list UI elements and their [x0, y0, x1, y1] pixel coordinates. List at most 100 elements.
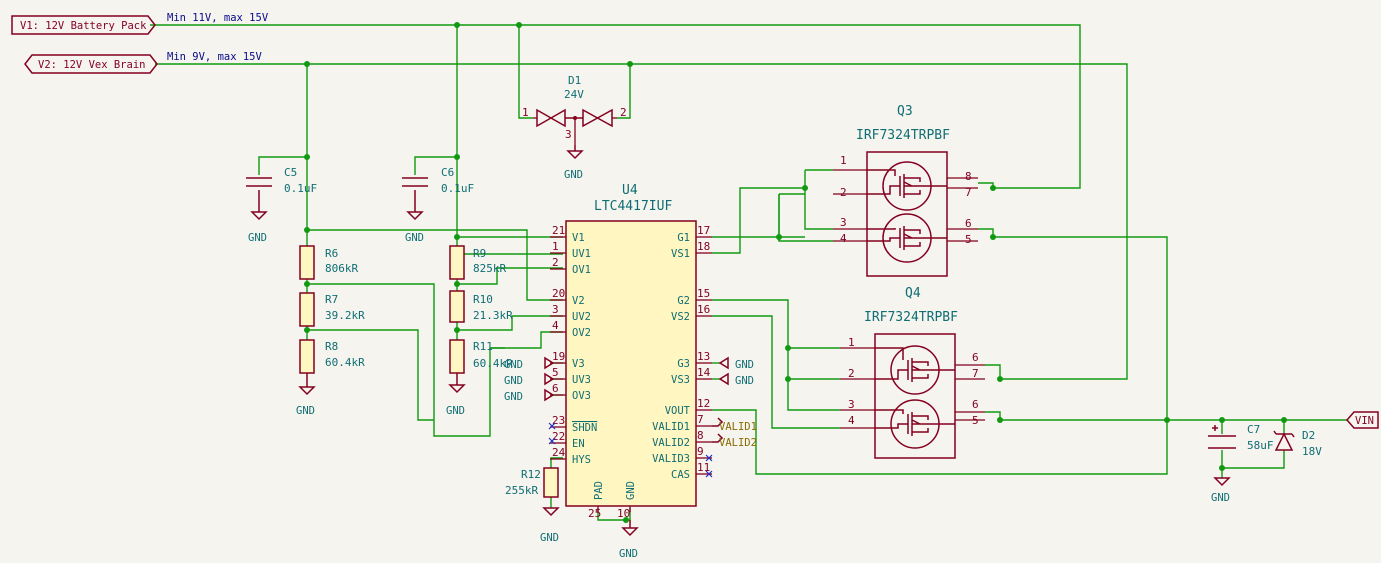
u4-left-pin-num: 21	[552, 224, 565, 237]
gnd-label-r11: GND	[446, 405, 465, 417]
r8-ref: R8	[325, 340, 338, 353]
resistor-r11: R11 60.4kR GND	[446, 339, 513, 417]
q3-pin-4: 4	[840, 232, 847, 245]
q4-pin-6a: 6	[972, 351, 979, 364]
u4-left-pin-name: HYS	[572, 454, 591, 466]
u4-left-pin-num: 24	[552, 446, 566, 459]
u4-left-pin-name: OV3	[572, 390, 591, 402]
gnd-label-c7: GND	[1211, 492, 1230, 504]
gnd-label-uv3: GND	[504, 375, 523, 387]
u4-left-pin-num: 1	[552, 240, 559, 253]
q4-pin-4: 4	[848, 414, 855, 427]
u4-right-pin-num: 8	[697, 429, 704, 442]
port-v2-label: V2: 12V Vex Brain	[38, 59, 145, 71]
r10-ref: R10	[473, 293, 493, 306]
u4-right-pin-num: 18	[697, 240, 710, 253]
r6-value: 806kR	[325, 262, 358, 275]
resistor-r8: R8 60.4kR GND	[296, 339, 365, 417]
gnd-label-u4: GND	[619, 548, 638, 560]
q4-pin-3: 3	[848, 398, 855, 411]
r11-value: 60.4kR	[473, 357, 513, 370]
q3-pin-2: 2	[840, 186, 847, 199]
u4-right-pin-num: 17	[697, 224, 710, 237]
tvs-diode-d1: 1 3 2 D1 24V	[522, 74, 627, 145]
u4-left-pin-name: UV2	[572, 311, 591, 323]
gnd-label-r12: GND	[540, 532, 559, 544]
u4-left-pin-num: 19	[552, 350, 565, 363]
d1-pin-2: 2	[620, 106, 627, 119]
d1-ref: D1	[568, 74, 581, 87]
u4-left-pin-num: 22	[552, 430, 565, 443]
u4-right-pin-num: 9	[697, 445, 704, 458]
u4-right-pin-num: 7	[697, 413, 704, 426]
u4-right-pin-name: CAS	[671, 469, 690, 481]
valid2-label: VALID2	[719, 437, 757, 449]
u4-value: LTC4417IUF	[594, 199, 672, 214]
gnd-label-v3: GND	[504, 359, 523, 371]
u4-right-pin-num: 14	[697, 366, 711, 379]
c7-ref: C7	[1247, 423, 1260, 436]
resistor-r6: R6 806kR	[299, 245, 358, 280]
port-vin: VIN	[1346, 411, 1379, 429]
u4-right-pin-name: VALID2	[652, 437, 690, 449]
u4-left-pin-name: V1	[572, 232, 585, 244]
c6-value: 0.1uF	[441, 182, 474, 195]
q4-pin-6b: 6	[972, 398, 979, 411]
u4-left-pin-name: V3	[572, 358, 585, 370]
q4-pin-1: 1	[848, 336, 855, 349]
r7-value: 39.2kR	[325, 309, 365, 322]
u4-right-pin-num: 15	[697, 287, 710, 300]
u4-left-pin-num: 23	[552, 414, 565, 427]
u4-right-pin-name: VS3	[671, 374, 690, 386]
gnd-label-ov3: GND	[504, 391, 523, 403]
u4-left-pin-name: OV1	[572, 264, 591, 276]
port-v1-label: V1: 12V Battery Pack	[20, 20, 147, 32]
q3-pin-6: 6	[965, 217, 972, 230]
u4-right-pin-num: 12	[697, 397, 710, 410]
q4-pin-2: 2	[848, 367, 855, 380]
port-vin-label: VIN	[1355, 415, 1374, 427]
no-connect-markers	[548, 422, 713, 478]
d1-pin-1: 1	[522, 106, 529, 119]
u4-left-pin-name: SHDN	[572, 422, 597, 434]
u4-left-pin-name: UV1	[572, 248, 591, 260]
u4-left-pin-num: 2	[552, 256, 559, 269]
d2-value: 18V	[1302, 445, 1322, 458]
u4-right-pin-name: VALID1	[652, 421, 690, 433]
mosfet-q3: Q3 IRF7324TRPBF 1 2 3 4 8 7 6 5	[833, 104, 978, 277]
port-v1: V1: 12V Battery Pack	[11, 15, 156, 35]
u4-right-pin-name: VALID3	[652, 453, 690, 465]
gnd-label-r8: GND	[296, 405, 315, 417]
q3-value: IRF7324TRPBF	[856, 128, 950, 143]
v2-range-note: Min 9V, max 15V	[167, 51, 263, 63]
u4-right-pin-num: 13	[697, 350, 710, 363]
gnd-label-c6: GND	[405, 232, 424, 244]
u4-ref: U4	[622, 183, 638, 198]
capacitor-c6: C6 0.1uF GND	[402, 166, 474, 244]
u4-left-pin-num: 6	[552, 382, 559, 395]
q3-pin-8: 8	[965, 170, 972, 183]
gnd-label-vs3: GND	[735, 375, 754, 387]
resistor-r9: R9 825kR	[449, 245, 506, 280]
r12-value: 255kR	[505, 484, 538, 497]
r12-ref: R12	[521, 468, 541, 481]
gnd-flags-right: GND GND	[718, 356, 754, 387]
u4-left-pins: 21V11UV12OV120V23UV24OV219V35UV36OV323SH…	[550, 224, 597, 466]
q3-pin-5: 5	[965, 233, 972, 246]
u4-right-pin-name: G3	[677, 358, 690, 370]
u4-right-pin-name: VS1	[671, 248, 690, 260]
capacitor-c7: C7 58uF GND	[1208, 423, 1274, 504]
r6-ref: R6	[325, 247, 338, 260]
q3-pin-3: 3	[840, 216, 847, 229]
u4-right-pins: 17G118VS115G216VS213G314VS312VOUT7VALID1…	[652, 224, 712, 481]
c7-value: 58uF	[1247, 439, 1274, 452]
d2-ref: D2	[1302, 429, 1315, 442]
c5-value: 0.1uF	[284, 182, 317, 195]
v1-range-note: Min 11V, max 15V	[167, 12, 269, 24]
u4-right-pin-num: 16	[697, 303, 710, 316]
u4-pin-pad-name: PAD	[593, 481, 605, 500]
q3-ref: Q3	[897, 104, 913, 119]
valid1-label: VALID1	[719, 421, 757, 433]
u4-left-pin-name: UV3	[572, 374, 591, 386]
u4-pin-gnd-name: GND	[625, 481, 637, 500]
